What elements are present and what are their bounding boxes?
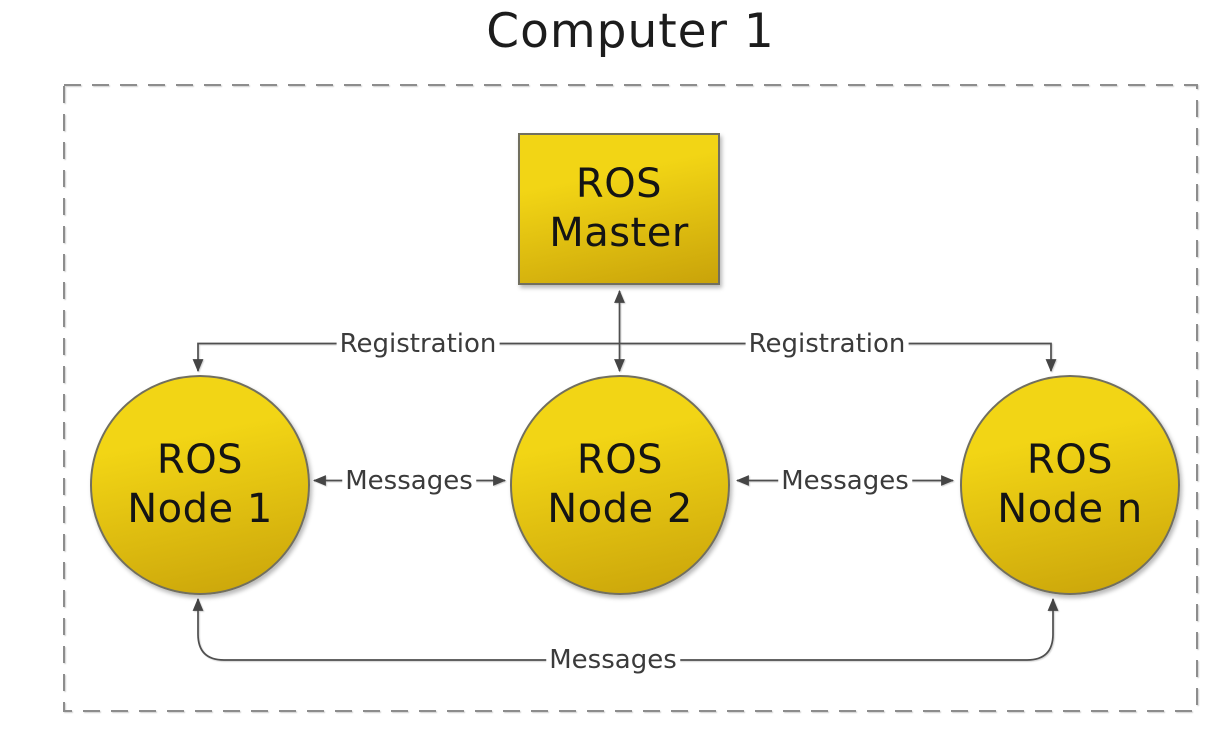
edge-label-messages-bottom: Messages [546, 645, 680, 675]
computer-boundary [63, 84, 1198, 712]
node-label-line: Node n [997, 486, 1143, 532]
node-label-line: ROS [1026, 437, 1114, 484]
node-ros-node-2: ROS Node 2 [510, 375, 730, 595]
node-label-line: Node 1 [127, 486, 273, 532]
node-ros-node-1: ROS Node 1 [90, 375, 310, 595]
edge-label-registration-left: Registration [336, 329, 500, 359]
node-label-line: ROS [576, 437, 664, 484]
node-label-line: ROS [156, 437, 244, 484]
node-ros-master: ROS Master [518, 133, 720, 285]
node-ros-node-n: ROS Node n [960, 375, 1180, 595]
edge-label-messages-right: Messages [778, 466, 912, 496]
diagram-title: Computer 1 [486, 4, 775, 59]
node-label-line: Master [549, 210, 689, 256]
edge-label-registration-right: Registration [745, 329, 909, 359]
node-label-line: ROS [575, 161, 663, 208]
edge-label-messages-left: Messages [342, 466, 476, 496]
node-label-line: Node 2 [547, 486, 693, 532]
